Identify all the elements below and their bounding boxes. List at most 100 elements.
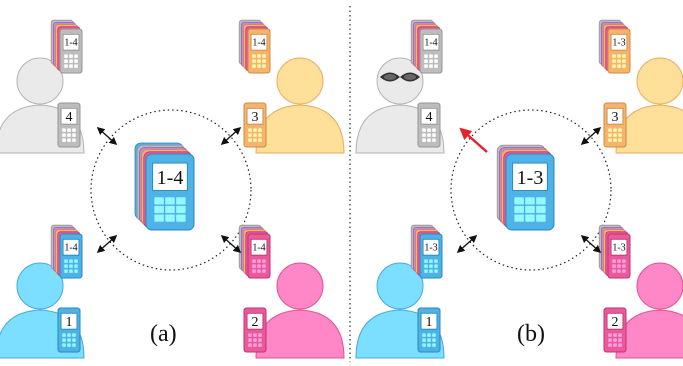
phone-screen [152,162,188,191]
own-phone: 3 [243,102,267,148]
phone-screen [606,312,624,330]
link-arrow [96,234,118,254]
person-body [255,309,345,359]
person-head [376,262,424,310]
phone-stack: 1-4 [50,224,83,279]
phone-label: 2 [252,315,259,330]
phone-stack: 1-4 [238,224,271,279]
own-phone: 2 [243,307,267,353]
phone-screen [246,312,264,330]
phone-label: 1-3 [612,243,625,254]
panel-caption: (a) [150,321,177,347]
link-arrow [220,234,242,254]
phone-label: 2 [612,315,619,330]
phone-label: 4 [66,110,73,125]
phone-screen [60,312,78,330]
stacked-phone-front: 1-4 [59,233,83,279]
phone-screen [60,107,78,125]
stacked-phone-front: 1-4 [247,28,271,74]
phone-label: 1-4 [252,243,265,254]
phone-screen [250,238,268,256]
link-arrow [220,126,242,146]
user-pink: 2 1-4 [238,224,345,359]
phone-label: 1 [66,315,73,330]
phone-label: 3 [252,110,259,125]
phone-screen [250,33,268,51]
panel-b: 1-3 4 1-4 3 1-3 1 1-3 2 1-3 (b) [355,19,683,359]
phone-stack: 1-4 [50,19,83,74]
link-arrow [456,234,478,254]
person-head [376,57,424,105]
stacked-phone-front: 1-4 [59,28,83,74]
stacked-phone-front: 1-3 [419,233,443,279]
person-head [276,57,324,105]
own-phone: 2 [603,307,627,353]
phone-label: 3 [612,110,619,125]
own-phone: 3 [603,102,627,148]
phone-label: 1-3 [612,38,625,49]
stacked-phone-front: 1-4 [247,233,271,279]
user-orange: 3 1-3 [598,19,683,154]
user-gray: 4 1-4 [0,19,85,154]
own-phone: 1 [417,307,441,353]
phone-label: 1 [426,315,433,330]
stacked-phone-front: 1-3 [607,233,631,279]
phone-stack: 1-3 [598,19,631,74]
person-body [255,104,345,154]
own-phone: 4 [417,102,441,148]
phone-label: 4 [426,110,433,125]
phone-screen [246,107,264,125]
phone-screen [422,33,440,51]
center-phone-stack: 1-3 [496,144,555,231]
network-circle [450,109,612,271]
own-phone: 4 [57,102,81,148]
phone-label: 1-4 [252,38,265,49]
person-head [636,262,683,310]
phone-screen [512,162,548,191]
phone-stack: 1-4 [134,142,195,231]
phone-label: 1-4 [157,167,184,189]
phone-stack: 1-3 [598,224,631,279]
user-orange: 3 1-4 [238,19,345,154]
link-arrow [580,234,602,254]
center-phone-stack: 1-4 [134,142,195,231]
phone-stack: 1-3 [410,224,443,279]
link-arrow [96,126,118,146]
own-phone: 1 [57,307,81,353]
person-head [276,262,324,310]
phone-label: 1-4 [424,38,437,49]
link-arrow [580,126,602,146]
phone-label: 1-3 [517,167,544,189]
attack-arrow [459,127,488,153]
phone-stack: 1-4 [238,19,271,74]
phone-screen [62,238,80,256]
person-head [16,57,64,105]
phone-screen [420,107,438,125]
user-gray-masked: 4 1-4 [355,19,445,154]
panel-a: 1-4 4 1-4 3 1-4 1 1-4 2 1-4 (a) [0,19,345,359]
phone-stack: 1-4 [410,19,443,74]
phone-screen [610,238,628,256]
phone-screen [606,107,624,125]
phone-label: 1-3 [424,243,437,254]
user-pink: 2 1-3 [598,224,683,359]
phone-stack: 1-3 [496,144,555,231]
stacked-phone-front: 1-3 [505,153,555,231]
phone-screen [422,238,440,256]
phone-screen [62,33,80,51]
phone-screen [610,33,628,51]
stacked-phone-front: 1-3 [607,28,631,74]
network-circle [90,109,252,271]
phone-screen [420,312,438,330]
stacked-phone-front: 1-4 [419,28,443,74]
user-blue: 1 1-3 [355,224,445,359]
panel-caption: (b) [517,321,545,347]
stacked-phone-front: 1-4 [145,153,195,231]
person-head [636,57,683,105]
phone-label: 1-4 [64,38,77,49]
person-head [16,262,64,310]
mask-icon [380,72,420,82]
phone-label: 1-4 [64,243,77,254]
user-blue: 1 1-4 [0,224,85,359]
